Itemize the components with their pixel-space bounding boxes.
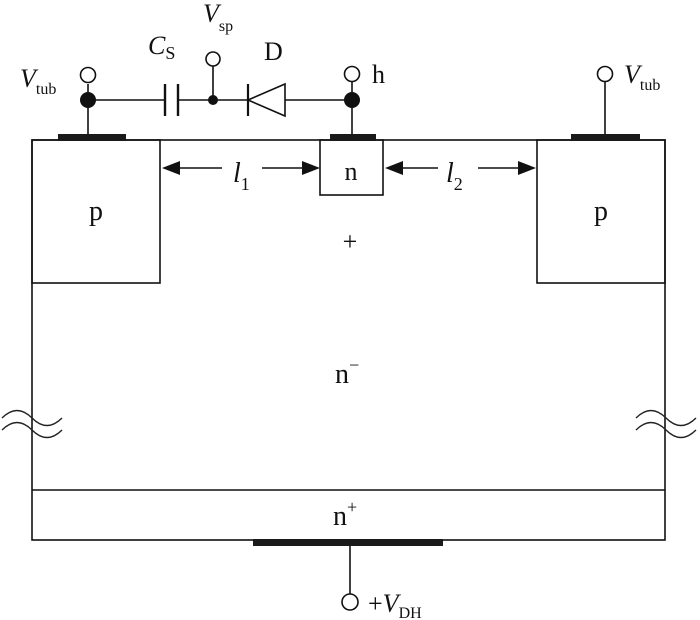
substrate-body — [31, 139, 666, 541]
terminal-vsp — [205, 51, 221, 67]
node-h — [344, 92, 360, 108]
label-diode: D — [264, 37, 283, 66]
label-vsp: Vsp — [203, 0, 233, 35]
label-p-left: p — [89, 196, 103, 227]
l2-arrowhead-left — [385, 161, 403, 175]
l1-arrowhead-left — [162, 161, 180, 175]
break-mark-right-2 — [635, 421, 697, 439]
diode-triangle — [245, 82, 286, 118]
label-l2: l2 — [446, 158, 463, 194]
label-n-region: n — [345, 157, 358, 186]
terminal-vtub-left — [79, 66, 97, 84]
label-p-right: p — [594, 196, 608, 227]
terminal-h — [343, 65, 361, 83]
break-mark-right-1 — [635, 409, 697, 427]
terminal-vdh — [341, 593, 359, 611]
break-mark-left-1 — [1, 409, 63, 427]
label-n-plus: n+ — [333, 497, 357, 532]
l2-arrowhead-right — [518, 161, 536, 175]
node-vsp — [208, 95, 218, 105]
contact-left — [58, 134, 126, 141]
label-h: h — [372, 60, 385, 89]
label-vtub-left: Vtub — [20, 64, 56, 98]
contact-right — [571, 134, 640, 141]
terminal-vtub-right — [596, 65, 614, 83]
label-vdh: +VDH — [368, 589, 422, 620]
contact-center — [330, 134, 376, 141]
label-n-minus: n− — [335, 355, 359, 390]
break-mark-left-2 — [1, 421, 63, 439]
l1-arrowhead-right — [302, 161, 320, 175]
label-l1: l1 — [233, 158, 250, 194]
label-cs: CS — [148, 31, 175, 63]
label-vtub-right: Vtub — [624, 60, 660, 94]
label-plus: + — [343, 227, 358, 256]
contact-bottom — [253, 539, 443, 546]
